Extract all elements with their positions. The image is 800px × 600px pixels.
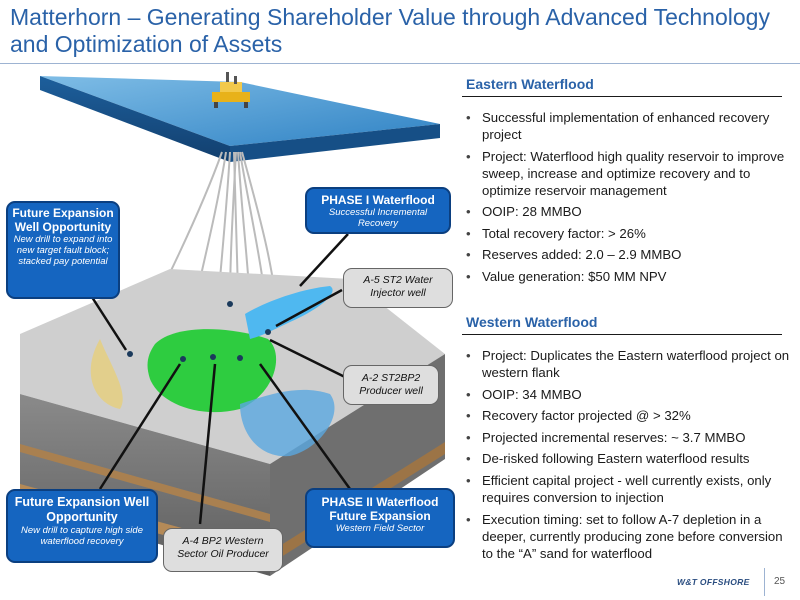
callout-subtitle: Successful Incremental Recovery [328,207,428,229]
reservoir-zones [90,286,335,457]
callout-text: A-4 BP2 Western Sector Oil Producer [177,535,269,560]
list-item: Recovery factor projected @ > 32% [464,407,794,424]
list-item: Project: Waterflood high quality reservo… [464,148,794,199]
footer-divider [764,568,765,596]
list-item: De-risked following Eastern waterflood r… [464,450,794,467]
callout-subtitle: Western Field Sector [335,523,425,534]
callout-arrows [88,233,356,525]
callout-title: PHASE I Waterflood [321,193,435,207]
future-expansion-callout-1: Future Expansion Well Opportunity New dr… [6,201,120,299]
page-title: Matterhorn – Generating Shareholder Valu… [10,4,770,57]
callout-subtitle: New drill to expand into new target faul… [13,234,113,267]
list-item: OOIP: 28 MMBO [464,203,794,220]
list-item: Efficient capital project - well current… [464,472,794,506]
callout-text: A-5 ST2 Water Injector well [363,274,433,299]
future-expansion-callout-2: Future Expansion Well Opportunity New dr… [6,489,158,563]
list-item: Value generation: $50 MM NPV [464,268,794,285]
title-divider [0,63,800,64]
list-item: Successful implementation of enhanced re… [464,109,794,143]
list-item: Projected incremental reserves: ~ 3.7 MM… [464,429,794,446]
page-number: 25 [774,576,786,587]
phase2-callout: PHASE II Waterflood Future Expansion Wes… [305,488,455,548]
company-logo: W&T OFFSHORE [677,577,750,587]
eastern-bullets: Successful implementation of enhanced re… [464,109,794,290]
callout-text: A-2 ST2BP2 Producer well [359,372,423,397]
callout-title: Future Expansion Well Opportunity [14,495,150,524]
western-heading: Western Waterflood [466,314,598,330]
callout-title: Future Expansion Well Opportunity [12,206,114,234]
list-item: OOIP: 34 MMBO [464,386,794,403]
list-item: Project: Duplicates the Eastern waterflo… [464,347,794,381]
western-rule [462,334,782,335]
callout-subtitle: New drill to capture high side waterfloo… [21,525,143,547]
list-item: Execution timing: set to follow A-7 depl… [464,511,794,562]
a2-callout: A-2 ST2BP2 Producer well [343,365,439,405]
a5-callout: A-5 ST2 Water Injector well [343,268,453,308]
list-item: Total recovery factor: > 26% [464,225,794,242]
list-item: Reserves added: 2.0 – 2.9 MMBO [464,246,794,263]
phase1-callout: PHASE I Waterflood Successful Incrementa… [305,187,451,234]
eastern-rule [462,96,782,97]
eastern-heading: Eastern Waterflood [466,76,594,92]
callout-title: PHASE II Waterflood Future Expansion [321,495,439,523]
western-bullets: Project: Duplicates the Eastern waterflo… [464,347,794,566]
sea-block [40,76,440,162]
a4-callout: A-4 BP2 Western Sector Oil Producer [163,528,283,572]
platform-icon [212,72,250,108]
well-points [127,301,271,362]
